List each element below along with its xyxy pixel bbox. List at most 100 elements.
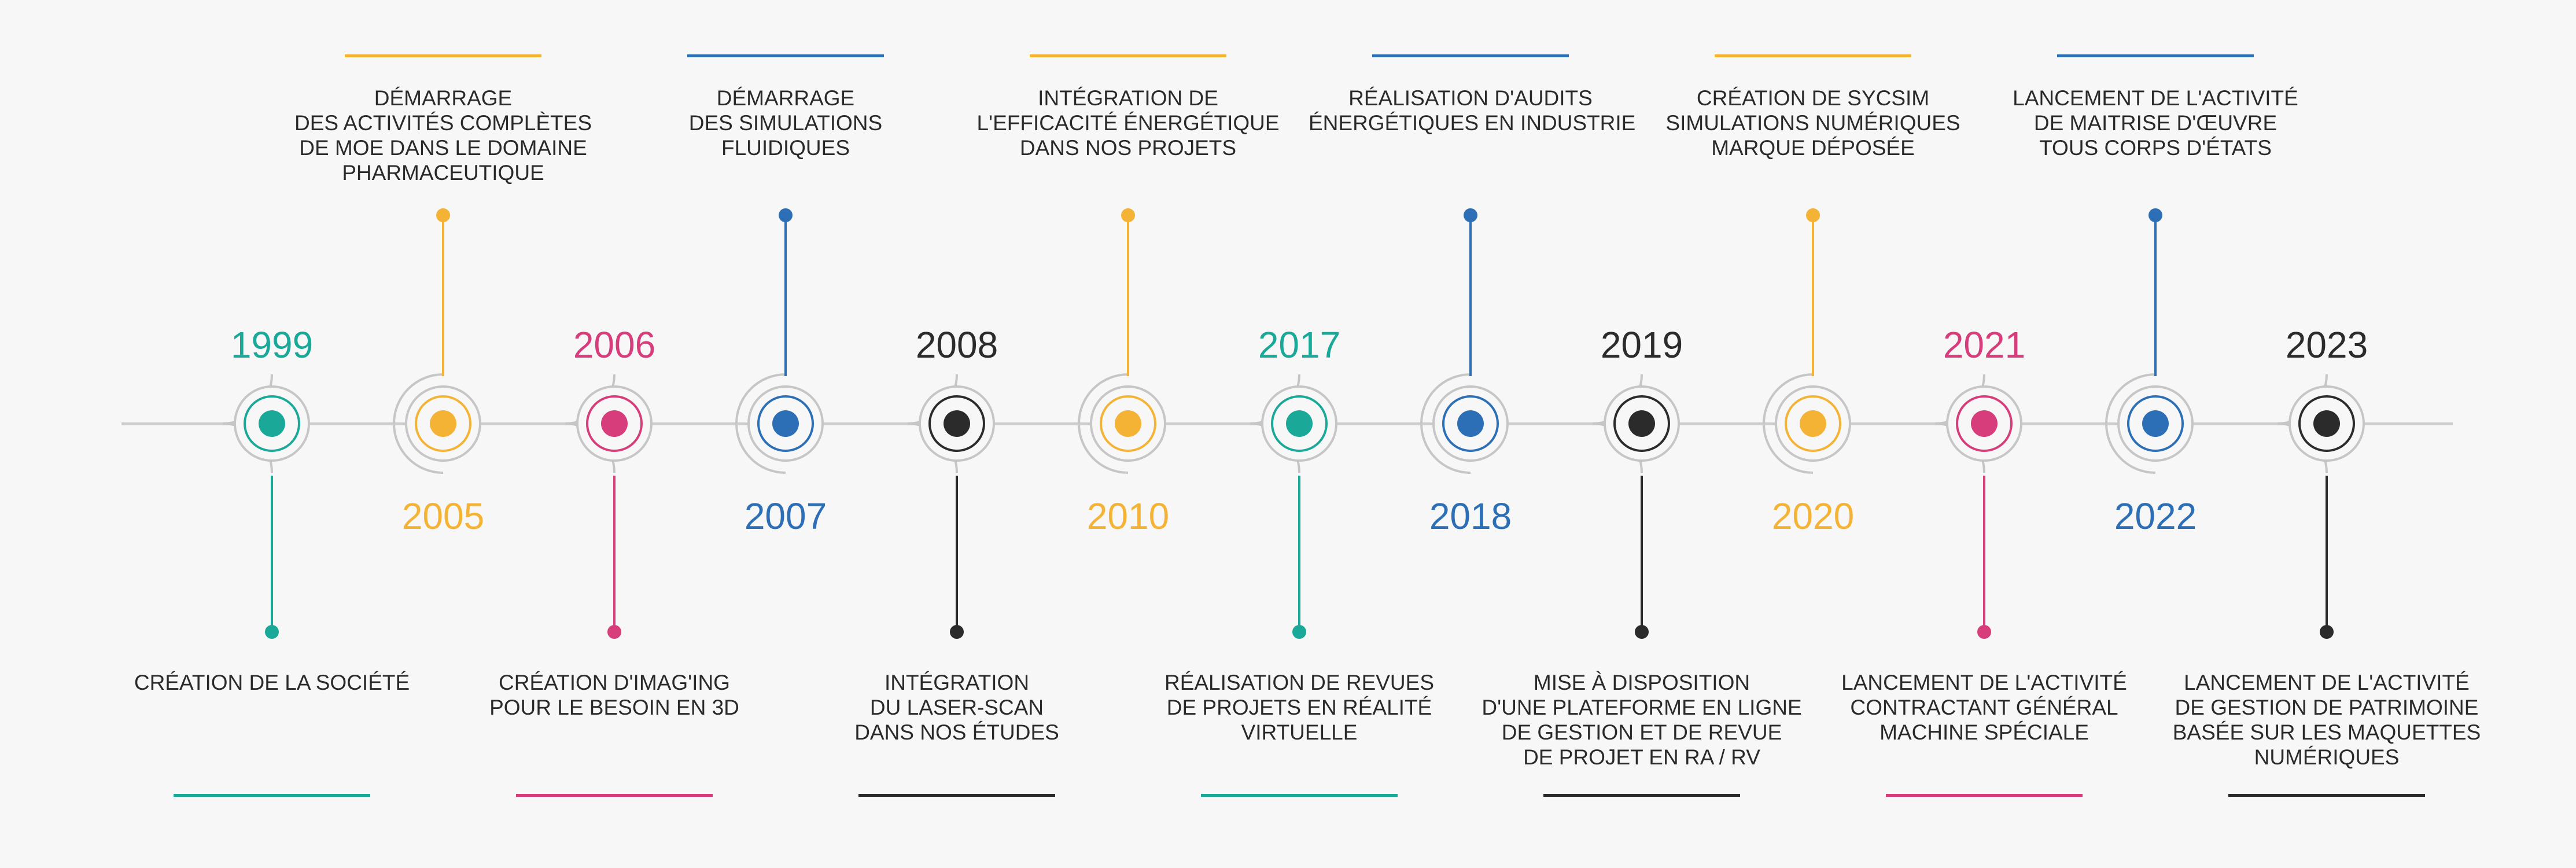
description-line: DE MAITRISE D'ŒUVRE (2033, 111, 2278, 135)
year-label-2006: 2006 (573, 324, 656, 366)
year-label-2020: 2020 (1771, 495, 1855, 537)
description-line: INTÉGRATION (884, 671, 1030, 694)
connector-stem (2326, 476, 2328, 632)
connector-stem (1812, 215, 1814, 376)
node-center-dot (2313, 410, 2340, 437)
connector-end-dot (265, 625, 279, 639)
description-line: VIRTUELLE (1241, 720, 1358, 744)
description-line: TOUS CORPS D'ÉTATS (2039, 136, 2272, 160)
timeline-node-6 (1250, 374, 1337, 473)
node-center-dot (1457, 410, 1484, 437)
description-line: CRÉATION DE SYCSIM (1696, 86, 1930, 110)
connector-stem (442, 215, 444, 376)
node-center-dot (772, 410, 799, 437)
year-label-2005: 2005 (401, 495, 485, 537)
description-line: D'UNE PLATEFORME EN LIGNE (1482, 696, 1802, 719)
year-label-2008: 2008 (915, 324, 998, 366)
description-line: CRÉATION DE LA SOCIÉTÉ (134, 671, 410, 694)
event-description: CRÉATION DE LA SOCIÉTÉ (110, 670, 434, 695)
description-line: MARQUE DÉPOSÉE (1711, 136, 1915, 160)
connector-stem (1469, 215, 1472, 376)
connector-end-dot (2320, 625, 2334, 639)
connector-stem (2154, 215, 2157, 376)
description-line: DE GESTION ET DE REVUE (1501, 720, 1782, 744)
node-center-dot (430, 410, 456, 437)
node-outer-arc (735, 373, 786, 474)
year-label-2007: 2007 (744, 495, 827, 537)
connector-end-dot (1121, 208, 1135, 222)
node-center-dot (2142, 410, 2169, 437)
connector-end-dot (779, 208, 793, 222)
node-center-dot (1800, 410, 1826, 437)
connector-end-dot (1806, 208, 1820, 222)
year-label-2023: 2023 (2285, 324, 2368, 366)
timeline-node-2 (565, 374, 653, 473)
description-line: DE GESTION DE PATRIMOINE (2175, 696, 2479, 719)
connector-end-dot (1977, 625, 1991, 639)
timeline-node-4 (907, 374, 995, 473)
description-line: DANS NOS ÉTUDES (854, 720, 1059, 744)
node-center-dot (1628, 410, 1655, 437)
connector-end-dot (607, 625, 621, 639)
year-label-2010: 2010 (1086, 495, 1170, 537)
timeline-node-11 (2105, 373, 2194, 474)
node-center-dot (601, 410, 628, 437)
decorative-rule (2057, 54, 2254, 57)
node-center-dot (1115, 410, 1141, 437)
node-center-dot (1286, 410, 1313, 437)
description-line: PHARMACEUTIQUE (342, 161, 544, 185)
decorative-rule (345, 54, 541, 57)
decorative-rule (1886, 794, 2083, 797)
timeline-node-9 (1762, 373, 1851, 474)
connector-stem (956, 476, 958, 632)
connector-end-dot (2148, 208, 2162, 222)
description-line: DE PROJETS EN RÉALITÉ (1166, 696, 1432, 719)
description-line: SIMULATIONS NUMÉRIQUES (1665, 111, 1960, 135)
year-label-1999: 1999 (230, 324, 314, 366)
description-line: BASÉE SUR LES MAQUETTES (2172, 720, 2481, 744)
decorative-rule (174, 794, 370, 797)
description-line: ÉNERGÉTIQUES EN INDUSTRIE (1309, 111, 1636, 135)
description-line: CONTRACTANT GÉNÉRAL (1850, 696, 2118, 719)
description-line: POUR LE BESOIN EN 3D (489, 696, 739, 719)
node-outer-arc (1420, 373, 1471, 474)
node-center-dot (944, 410, 970, 437)
node-outer-arc (1762, 373, 1814, 474)
timeline-node-3 (735, 373, 824, 474)
connector-stem (271, 476, 273, 632)
decorative-rule (687, 54, 884, 57)
timeline-node-8 (1592, 374, 1680, 473)
decorative-rule (1715, 54, 1911, 57)
year-label-2018: 2018 (1429, 495, 1512, 537)
description-line: INTÉGRATION DE (1038, 86, 1218, 110)
description-line: MACHINE SPÉCIALE (1880, 720, 2089, 744)
description-line: DE MOE DANS LE DOMAINE (299, 136, 587, 160)
description-line: DANS NOS PROJETS (1019, 136, 1237, 160)
year-label-2021: 2021 (1943, 324, 2026, 366)
connector-end-dot (1635, 625, 1649, 639)
description-line: LANCEMENT DE L'ACTIVITÉ (2184, 671, 2470, 694)
timeline-node-10 (1934, 374, 2022, 473)
description-line: NUMÉRIQUES (2254, 745, 2400, 769)
decorative-rule (1372, 54, 1569, 57)
node-outer-arc (1077, 373, 1129, 474)
description-line: DES ACTIVITÉS COMPLÈTES (294, 111, 592, 135)
description-line: FLUIDIQUES (721, 136, 850, 160)
year-label-2022: 2022 (2114, 495, 2197, 537)
connector-end-dot (436, 208, 450, 222)
connector-stem (613, 476, 616, 632)
node-outer-arc (2105, 373, 2156, 474)
year-label-2017: 2017 (1258, 324, 1341, 366)
connector-stem (1298, 476, 1300, 632)
description-line: CRÉATION D'IMAG'ING (499, 671, 730, 694)
